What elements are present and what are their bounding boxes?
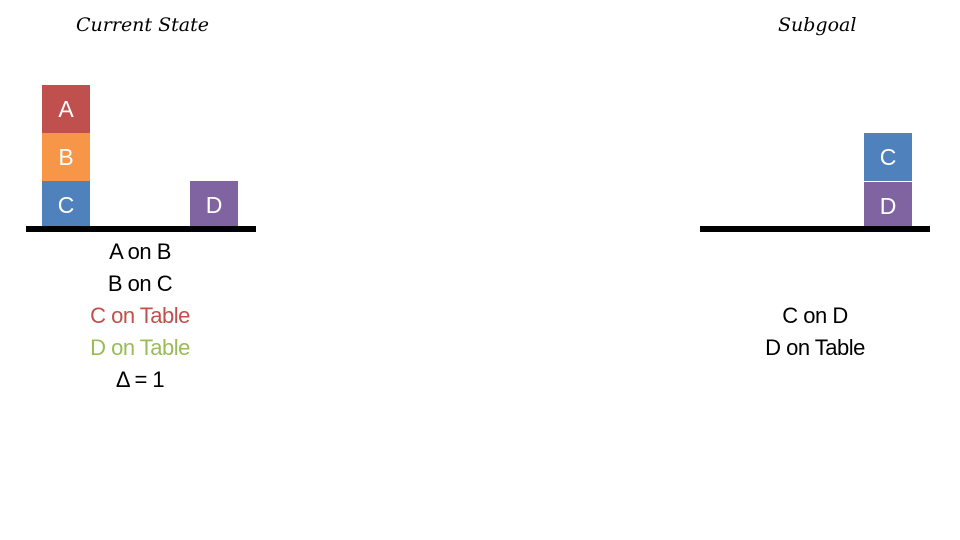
fact-delta: Δ = 1 bbox=[115, 367, 165, 392]
fact-d-on-table: D on Table bbox=[765, 335, 865, 360]
subgoal-facts: C on D D on Table bbox=[715, 300, 915, 364]
table-surface bbox=[26, 226, 256, 232]
fact-b-on-c: B on C bbox=[107, 271, 173, 296]
current-state-facts: A on B B on C C on Table D on Table Δ = … bbox=[40, 236, 240, 396]
subgoal-block-c: C bbox=[864, 133, 912, 181]
fact-d-on-table: D on Table bbox=[90, 335, 190, 360]
fact-a-on-b: A on B bbox=[109, 239, 171, 264]
fact-c-on-table: C on Table bbox=[90, 303, 190, 328]
subgoal-table-surface bbox=[700, 226, 930, 232]
fact-c-on-d: C on D bbox=[782, 303, 848, 328]
block-c: C bbox=[42, 181, 90, 229]
subgoal-title: Subgoal bbox=[778, 14, 857, 36]
block-a: A bbox=[42, 85, 90, 133]
subgoal-block-d: D bbox=[864, 182, 912, 230]
block-d: D bbox=[190, 181, 238, 229]
current-state-title: Current State bbox=[76, 14, 209, 36]
block-b: B bbox=[42, 133, 90, 181]
